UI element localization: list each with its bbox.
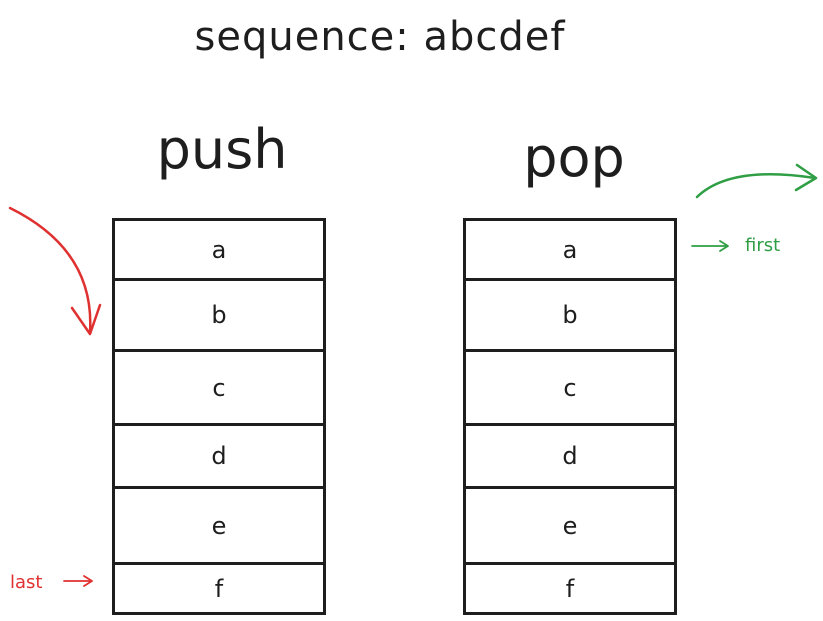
- push-cell-label: f: [214, 574, 224, 603]
- pop-cell-label: c: [563, 373, 577, 402]
- push-curve-arrow: [8, 206, 92, 334]
- last-note: last: [10, 572, 43, 593]
- push-cell-label: c: [212, 373, 226, 402]
- pop-stack: a b c d e f: [463, 218, 677, 615]
- pop-cell-label: b: [562, 301, 578, 329]
- push-cell: d: [115, 426, 323, 489]
- push-stack: a b c d e f: [112, 218, 326, 615]
- pop-heading: pop: [523, 126, 625, 189]
- push-cell: f: [115, 565, 323, 615]
- pop-cell: c: [466, 352, 674, 426]
- push-curve-arrowhead: [70, 303, 102, 336]
- push-cell-label: b: [211, 301, 227, 329]
- push-cell-label: e: [211, 511, 227, 540]
- pop-cell: d: [466, 426, 674, 489]
- push-heading: push: [156, 118, 288, 181]
- first-arrow: [691, 240, 729, 252]
- pop-cell-label: f: [565, 574, 575, 603]
- push-cell: b: [115, 281, 323, 352]
- last-arrow: [63, 575, 93, 587]
- pop-cell-label: d: [562, 442, 578, 470]
- pop-cell: e: [466, 489, 674, 565]
- pop-cell-label: a: [562, 235, 578, 264]
- push-cell: c: [115, 352, 323, 426]
- push-cell-label: a: [211, 235, 227, 264]
- push-cell-label: d: [211, 442, 227, 470]
- pop-cell: a: [466, 221, 674, 281]
- pop-cell-label: e: [562, 511, 578, 540]
- diagram-title: sequence: abcdef: [194, 14, 566, 60]
- pop-curve-arrow: [695, 173, 817, 199]
- push-cell: a: [115, 221, 323, 281]
- pop-curve-arrowhead: [794, 163, 818, 192]
- first-note: first: [745, 235, 781, 256]
- pop-cell: f: [466, 565, 674, 615]
- push-cell: e: [115, 489, 323, 565]
- pop-cell: b: [466, 281, 674, 352]
